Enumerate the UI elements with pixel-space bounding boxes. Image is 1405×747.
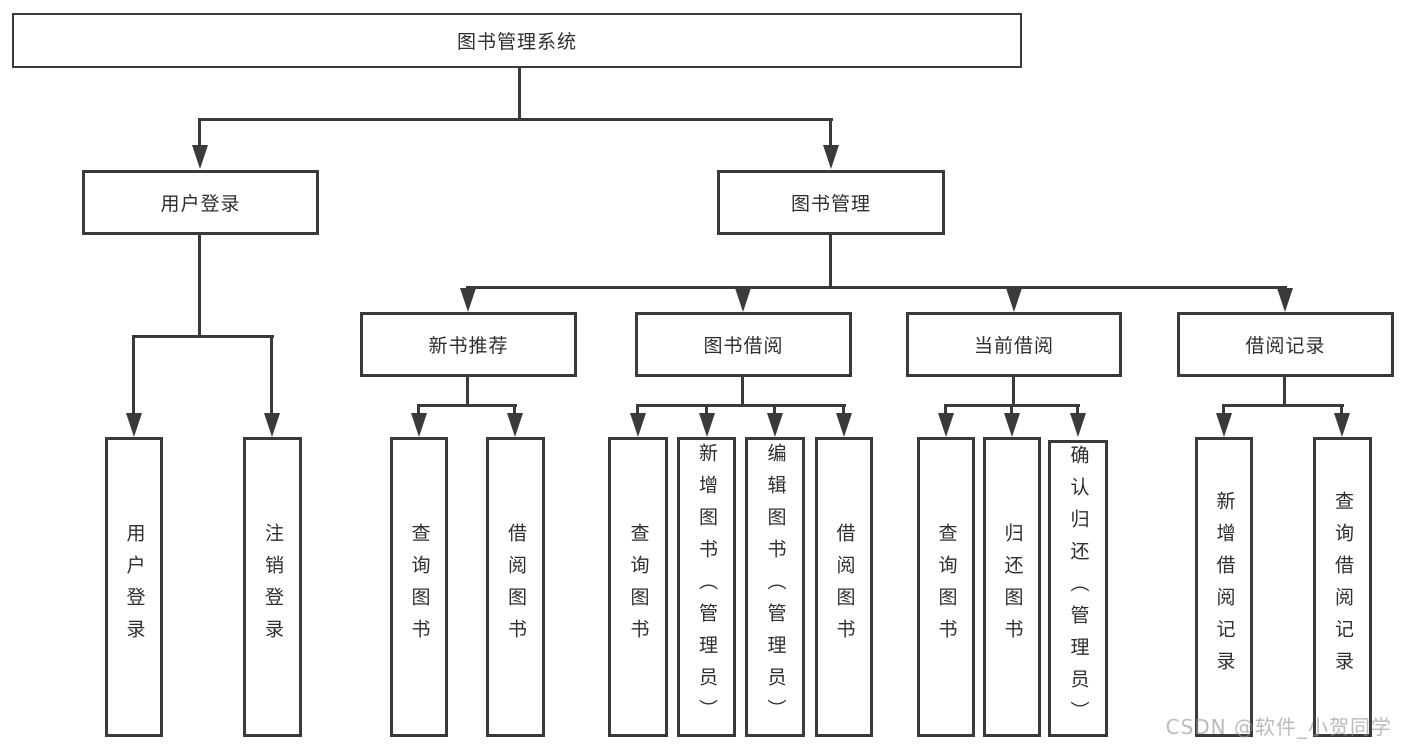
arrowhead-to-book-mgmt: [823, 145, 839, 169]
connector-borrow-stub: [741, 375, 744, 406]
arrowhead-to-recommend: [460, 288, 476, 312]
leaf-add-book-admin: 新增图书（管理员）: [677, 437, 736, 737]
leaf-borrow-book: 借阅图书: [815, 437, 873, 737]
connector-to-book-mgmt-shaft: [829, 118, 832, 150]
leaf-return-book: 归还图书: [983, 437, 1041, 737]
arrowhead-to-current: [1006, 288, 1022, 312]
connector-records-stub: [1283, 375, 1286, 406]
connector-user-login-hline: [132, 335, 274, 338]
connector-shaft: [944, 404, 947, 417]
leaf-borrow-book: 借阅图书: [486, 437, 545, 737]
arrowhead-current-confirm: [1070, 413, 1086, 437]
connector-shaft: [1222, 404, 1225, 417]
connector-shaft: [417, 404, 420, 417]
leaf-edit-book-admin: 编辑图书（管理员）: [745, 437, 805, 737]
connector-shaft: [513, 404, 516, 417]
node-book-borrow: 图书借阅: [635, 312, 852, 377]
node-borrow-records: 借阅记录: [1177, 312, 1394, 377]
connector-shaft: [842, 404, 845, 417]
node-library-system: 图书管理系统: [12, 13, 1022, 68]
leaf-query-book: 查询图书: [608, 437, 668, 737]
node-new-book-recommend: 新书推荐: [360, 312, 577, 377]
connector-recommend-hline: [417, 404, 517, 407]
connector-to-user-login-shaft: [198, 118, 201, 150]
arrowhead-borrow-edit: [767, 413, 783, 437]
node-current-borrow: 当前借阅: [906, 312, 1122, 377]
node-book-management: 图书管理: [717, 170, 945, 235]
leaf-user-login: 用户登录: [105, 437, 163, 737]
connector-shaft: [773, 404, 776, 417]
arrowhead-to-records: [1277, 288, 1293, 312]
leaf-add-borrow-record: 新增借阅记录: [1195, 437, 1253, 737]
connector-book-mgmt-stub: [829, 234, 832, 288]
leaf-confirm-return-admin: 确认归还（管理员）: [1048, 440, 1108, 737]
connector-shaft: [1340, 404, 1343, 417]
arrowhead-to-borrow: [735, 288, 751, 312]
arrowhead-borrow-add: [699, 413, 715, 437]
connector-borrow-hline: [636, 404, 846, 407]
connector-shaft: [636, 404, 639, 417]
leaf-query-book: 查询图书: [917, 437, 975, 737]
arrowhead-to-user-login: [192, 145, 208, 169]
connector-records-hline: [1222, 404, 1344, 407]
connector-shaft: [1076, 404, 1079, 417]
arrowhead-records-query: [1334, 413, 1350, 437]
arrowhead-current-query: [938, 413, 954, 437]
connector-leaf-logout-shaft: [270, 335, 273, 417]
leaf-query-book: 查询图书: [390, 437, 448, 737]
arrowhead-records-add: [1216, 413, 1232, 437]
arrowhead-recommend-borrow: [507, 413, 523, 437]
arrowhead-leaf-logout: [264, 413, 280, 437]
arrowhead-leaf-login: [126, 413, 142, 437]
arrowhead-current-return: [1004, 413, 1020, 437]
connector-current-stub: [1012, 375, 1015, 407]
arrowhead-recommend-query: [411, 413, 427, 437]
leaf-query-borrow-record: 查询借阅记录: [1313, 437, 1372, 737]
connector-root-hline: [198, 118, 833, 121]
connector-recommend-stub: [466, 375, 469, 406]
csdn-watermark: CSDN @软件_小贺同学: [1165, 715, 1392, 739]
node-user-login: 用户登录: [82, 170, 319, 235]
connector-shaft: [1010, 404, 1013, 417]
leaf-logout: 注销登录: [243, 437, 302, 737]
connector-book-mgmt-hline: [466, 286, 1287, 289]
arrowhead-borrow-lend: [836, 413, 852, 437]
connector-shaft: [705, 404, 708, 417]
connector-leaf-login-shaft: [132, 335, 135, 417]
connector-user-login-stub: [198, 234, 201, 337]
arrowhead-borrow-query: [630, 413, 646, 437]
connector-root-stub: [518, 67, 521, 120]
